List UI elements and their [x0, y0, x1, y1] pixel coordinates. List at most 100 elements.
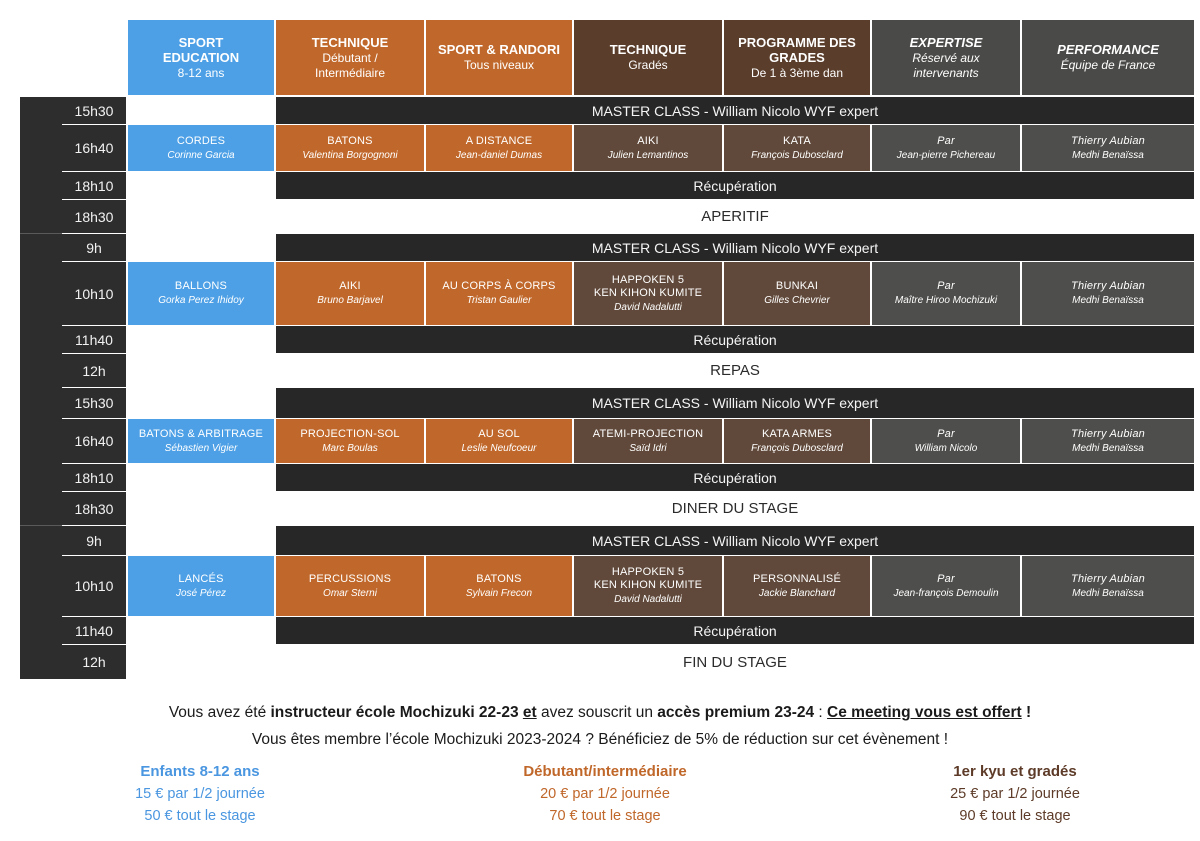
instructor-name: Bruno Barjavel — [317, 295, 383, 306]
empty-cell — [128, 354, 274, 387]
banner-text: Récupération — [693, 622, 777, 639]
class-title: HAPPOKEN 5 KEN KIHON KUMITE — [593, 273, 703, 299]
class-title: AU CORPS À CORPS — [442, 280, 556, 292]
column-subtitle: 8-12 ans — [177, 65, 225, 80]
empty-cell — [128, 326, 274, 353]
schedule-row: 18h30 DINER DU STAGE — [62, 492, 1194, 525]
banner-dark: Récupération — [276, 172, 1194, 199]
promo-text-run: ! — [1021, 704, 1032, 721]
class-title: AIKI — [637, 134, 659, 147]
class-title: LANCÉS — [178, 572, 224, 585]
class-cell: AIKI Julien Lemantinos — [574, 125, 722, 171]
schedule-row: 11h40 Récupération — [62, 326, 1194, 353]
banner-text: MASTER CLASS - William Nicolo WYF expert — [591, 239, 879, 256]
instructor-name: David Nadalutti — [614, 594, 682, 605]
time-label: 11h40 — [75, 331, 113, 348]
banner-dark: Récupération — [276, 326, 1194, 353]
empty-cell — [128, 464, 274, 491]
class-title: Par — [937, 572, 955, 585]
price-half-day: 15 € par 1/2 journée — [135, 786, 265, 802]
instructor-name: Corinne Garcia — [167, 149, 235, 161]
time-label: 15h30 — [74, 102, 114, 119]
schedule-row: 9h MASTER CLASS - William Nicolo WYF expe… — [62, 234, 1194, 261]
promo-line-2: Vous êtes membre l’école Mochizuki 2023-… — [251, 731, 949, 748]
schedule-row: 18h10 Récupération — [62, 464, 1194, 491]
instructor-name: Medhi Benaïssa — [1072, 587, 1144, 599]
day-group — [20, 97, 62, 233]
header-spacer — [62, 20, 126, 95]
banner-dark: MASTER CLASS - William Nicolo WYF expert — [276, 388, 1194, 418]
class-title: BATONS & ARBITRAGE — [138, 427, 264, 440]
banner-dark: Récupération — [276, 464, 1194, 491]
banner-text: APERITIF — [701, 208, 769, 225]
price-block-graded: 1er kyu et gradés 25 € par 1/2 journée 9… — [850, 761, 1180, 827]
price-block-children: Enfants 8-12 ans 15 € par 1/2 journée 50… — [40, 761, 360, 827]
time-cell: 12h — [62, 354, 126, 387]
time-label: 10h10 — [74, 285, 114, 302]
price-block-beginner: Débutant/intermédiaire 20 € par 1/2 jour… — [440, 761, 770, 827]
price-half-day: 25 € par 1/2 journée — [950, 786, 1080, 802]
instructor-name: William Nicolo — [914, 442, 978, 454]
time-cell: 16h40 — [62, 125, 126, 171]
class-title: AIKI — [339, 280, 361, 292]
time-label: 18h30 — [74, 208, 114, 225]
banner-dark: MASTER CLASS - William Nicolo WYF expert — [276, 97, 1194, 124]
instructor-name: François Dubosclard — [751, 442, 843, 454]
column-title: SPORT EDUCATION — [162, 34, 240, 65]
empty-cell — [128, 388, 274, 418]
instructor-name: Medhi Benaïssa — [1072, 442, 1144, 454]
time-cell: 15h30 — [62, 388, 126, 418]
price-full-stage: 70 € tout le stage — [549, 808, 661, 824]
banner-text: MASTER CLASS - William Nicolo WYF expert — [591, 395, 879, 411]
day-group — [20, 525, 62, 679]
time-label: 18h30 — [74, 500, 114, 517]
instructor-name: Sylvain Frecon — [465, 587, 533, 599]
instructor-name: Marc Boulas — [322, 442, 378, 454]
time-cell: 11h40 — [62, 617, 126, 644]
empty-cell — [128, 492, 274, 525]
banner-dark: MASTER CLASS - William Nicolo WYF expert — [276, 234, 1194, 261]
column-subtitle: Tous niveaux — [463, 58, 535, 72]
banner-text: MASTER CLASS - William Nicolo WYF expert — [591, 102, 879, 119]
time-cell: 18h30 — [62, 492, 126, 525]
banner-text: Récupération — [693, 469, 777, 486]
instructor-name: Leslie Neufcoeur — [461, 442, 537, 454]
promo-text-run: et — [522, 704, 537, 721]
promo-text-run: : — [814, 704, 828, 721]
banner-text: DINER DU STAGE — [671, 500, 799, 517]
class-title: Par — [937, 280, 955, 292]
column-subtitle: Réservé aux intervenants — [912, 50, 980, 80]
column-title: PROGRAMME DES GRADES — [738, 34, 856, 65]
instructor-name: Maître Hiroo Mochizuki — [894, 295, 998, 306]
instructor-name: Julien Lemantinos — [607, 149, 689, 161]
banner-text: Récupération — [693, 177, 777, 194]
class-title: ATEMI-PROJECTION — [592, 427, 704, 440]
time-cell: 18h10 — [62, 464, 126, 491]
empty-cell — [128, 172, 274, 199]
instructor-name: Jean-pierre Pichereau — [896, 149, 996, 161]
empty-cell — [128, 526, 274, 555]
banner-text: REPAS — [710, 362, 760, 379]
time-label: 9h — [86, 239, 102, 256]
schedule-row: 15h30 MASTER CLASS - William Nicolo WYF e… — [62, 97, 1194, 124]
class-title: Thierry Aubian — [1071, 427, 1145, 440]
instructor-name: Jean-daniel Dumas — [455, 149, 543, 161]
column-title: EXPERTISE — [909, 34, 983, 50]
instructor-name: Sébastien Vigier — [164, 442, 238, 454]
class-cell: BATONS & ARBITRAGE Sébastien Vigier — [128, 419, 274, 463]
